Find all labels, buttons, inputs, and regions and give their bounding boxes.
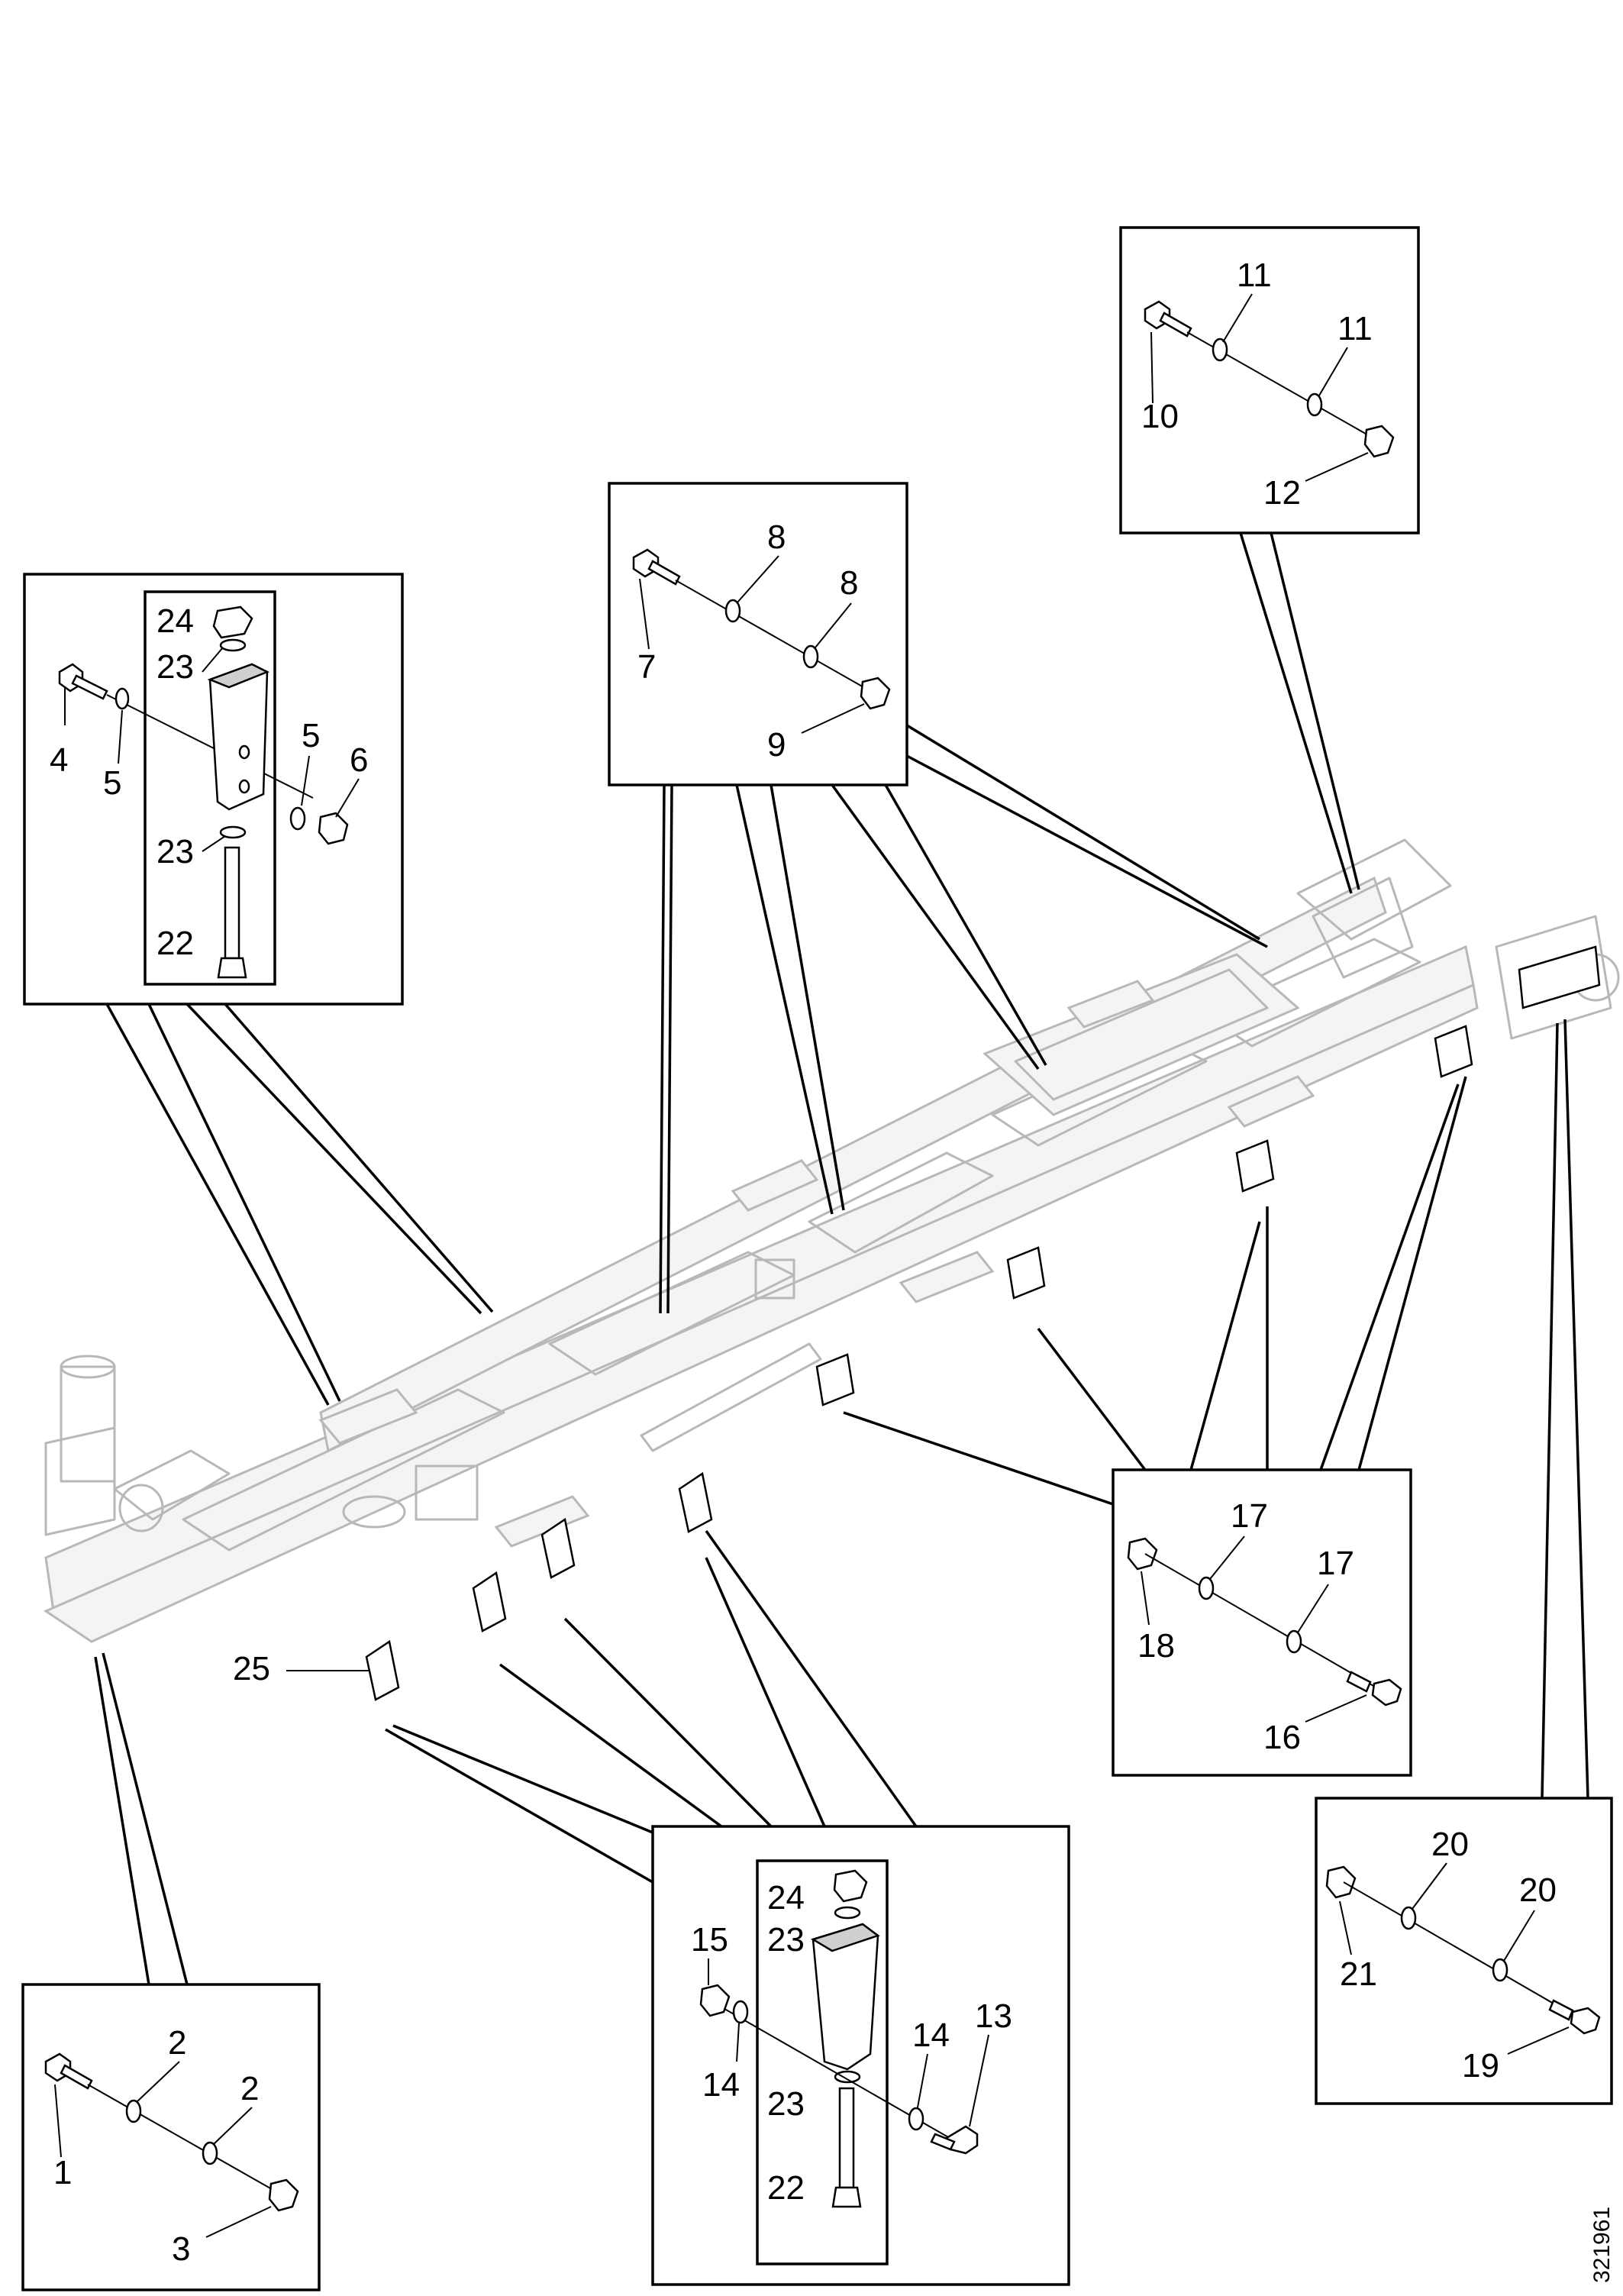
callout-17: 17 [1317, 1545, 1354, 1582]
callout-22: 22 [767, 2169, 805, 2207]
callout-15: 15 [691, 1921, 728, 1959]
callout-5: 5 [103, 764, 121, 802]
callout-23: 23 [767, 1921, 805, 1959]
callout-25: 25 [233, 1650, 270, 1687]
callout-1: 1 [53, 2154, 72, 2191]
callout-2: 2 [240, 2070, 259, 2107]
chassis-frame [43, 838, 1620, 1643]
side-brackets [365, 945, 1601, 1701]
detail-box-c: 11 11 10 12 [1119, 226, 1420, 534]
callout-4: 4 [50, 741, 68, 779]
callout-24: 24 [767, 1879, 805, 1917]
detail-box-g: 20 20 21 19 [1315, 1797, 1613, 2105]
callout-8: 8 [767, 518, 786, 556]
callout-20: 20 [1431, 1826, 1469, 1863]
detail-box-b: 8 8 7 9 [608, 482, 908, 786]
drawing-number: 321961 [1589, 2207, 1615, 2283]
callout-20: 20 [1519, 1871, 1557, 1909]
callout-13: 13 [975, 1997, 1012, 2035]
callout-10: 10 [1141, 398, 1179, 435]
callout-5: 5 [302, 717, 320, 754]
callout-21: 21 [1340, 1955, 1377, 1993]
callout-11: 11 [1237, 257, 1272, 294]
detail-box-f: 17 17 18 16 [1112, 1468, 1412, 1777]
callout-9: 9 [767, 726, 786, 764]
callout-3: 3 [172, 2230, 190, 2268]
callout-23: 23 [156, 833, 194, 870]
callout-8: 8 [840, 564, 858, 602]
callout-14: 14 [702, 2066, 740, 2104]
callout-6: 6 [350, 741, 368, 779]
detail-box-e: 15 24 23 14 14 13 23 22 [651, 1825, 1070, 2286]
detail-box-a: 24 23 4 5 5 6 23 22 [23, 573, 404, 1006]
callout-11: 11 [1337, 310, 1373, 347]
callout-7: 7 [637, 648, 656, 686]
callout-23: 23 [156, 648, 194, 686]
callout-16: 16 [1263, 1719, 1301, 1756]
callout-2: 2 [168, 2024, 186, 2062]
callout-14: 14 [912, 2017, 950, 2054]
callout-12: 12 [1263, 474, 1301, 512]
callout-24: 24 [156, 602, 194, 640]
callout-18: 18 [1137, 1627, 1175, 1665]
leader-lines [94, 532, 1589, 1985]
bolt-part-4 [58, 663, 108, 700]
callout-22: 22 [156, 925, 194, 962]
callouts-box-a: 24 23 4 5 5 6 23 22 [50, 602, 368, 962]
detail-box-d: 2 2 1 3 [21, 1983, 321, 2291]
callout-17: 17 [1231, 1497, 1268, 1535]
callout-23: 23 [767, 2085, 805, 2123]
callout-19: 19 [1462, 2047, 1499, 2084]
